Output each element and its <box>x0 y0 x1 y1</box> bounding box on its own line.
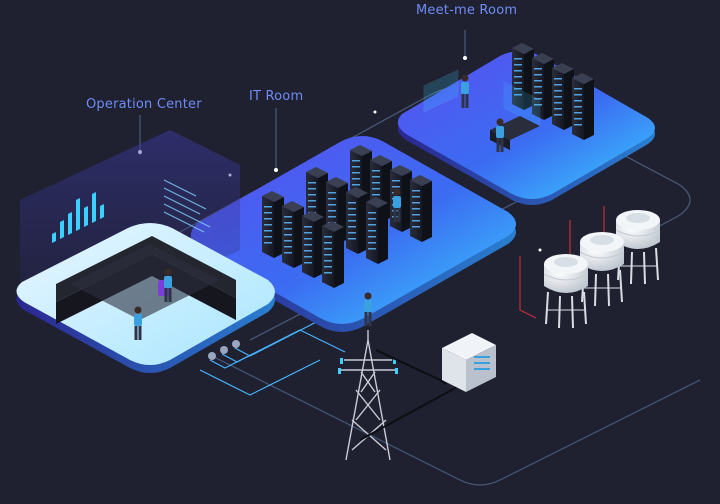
operator-seated <box>158 268 172 302</box>
operation-center-platform <box>16 130 275 373</box>
dashboard-screen-icon <box>52 192 104 243</box>
operation-center-label: Operation Center <box>86 97 202 112</box>
meet-me-room-platform <box>397 43 655 205</box>
storage-tank-icon <box>543 209 661 329</box>
switchgear-cabinet-icon <box>442 333 496 392</box>
data-cables <box>199 314 346 396</box>
control-desk <box>56 236 236 324</box>
meet-me-room-label: Meet-me Room <box>416 3 518 18</box>
sensor-nodes <box>208 340 240 360</box>
power-cables <box>359 349 471 441</box>
dashboard-text-lines <box>163 179 211 233</box>
tower-insulators <box>338 358 398 374</box>
hologram-panels <box>423 69 541 127</box>
it-room-label: IT Room <box>249 89 304 104</box>
power-tower-icon <box>340 330 396 461</box>
